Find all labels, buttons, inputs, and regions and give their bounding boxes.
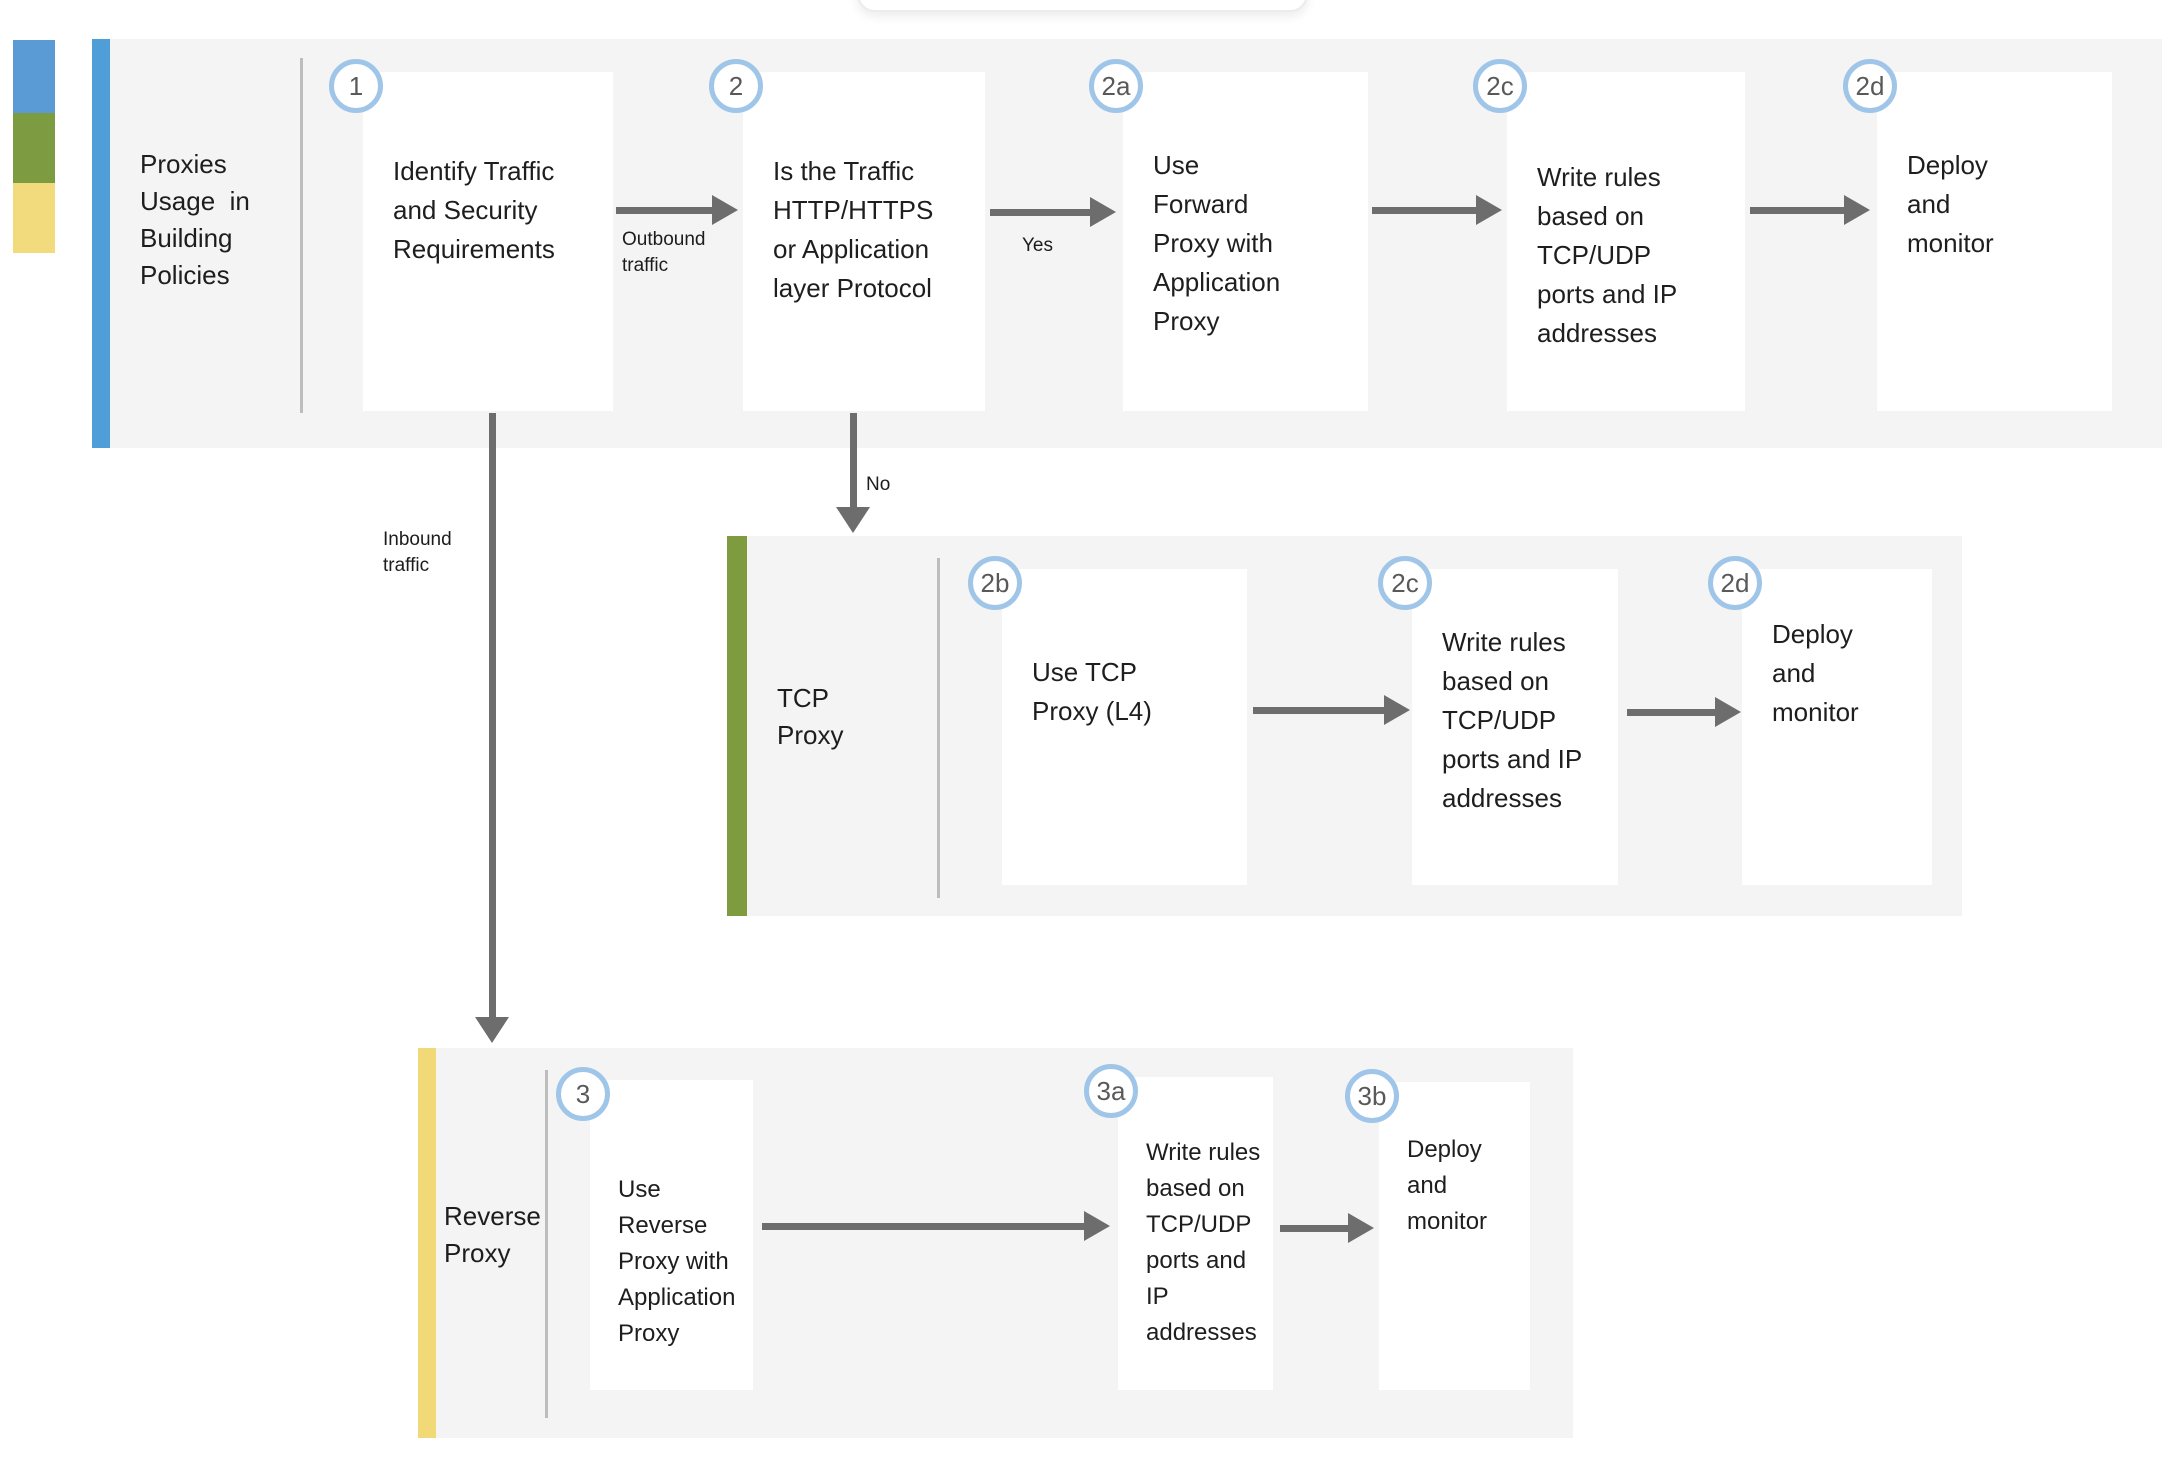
step-2c-box: 2c Write rules based on TCP/UDP ports an…: [1473, 59, 1745, 411]
step-3b-text: Deploy and monitor: [1407, 1136, 1488, 1235]
step-2d-tcp-box: 2d Deploy and monitor: [1708, 556, 1932, 885]
step-2-badge: 2: [709, 59, 763, 113]
step-2a-text: Use Forward Proxy with Application Proxy: [1153, 150, 1281, 336]
band-forward-proxy-title: Proxies Usage in Building Policies: [140, 149, 250, 290]
legend-swatch-forward-proxy: [13, 40, 55, 113]
step-3b-badge: 3b: [1345, 1069, 1399, 1123]
step-3a-text: Write rules based on TCP/UDP ports and I…: [1146, 1139, 1261, 1346]
step-2c-badge: 2c: [1473, 59, 1527, 113]
step-3b-box: 3b Deploy and monitor: [1345, 1069, 1530, 1390]
step-3-box: 3 Use Reverse Proxy with Application Pro…: [556, 1067, 753, 1390]
band-forward-proxy-accent-bar: [92, 39, 110, 448]
step-2d-tcp-text: Deploy and monitor: [1772, 619, 1859, 727]
band-tcp-proxy-accent-bar: [727, 536, 747, 916]
step-1-text: Identify Traffic and Security Requiremen…: [393, 156, 555, 264]
step-2c-text: Write rules based on TCP/UDP ports and I…: [1537, 162, 1678, 348]
step-3a-badge: 3a: [1084, 1064, 1138, 1118]
step-2d-text: Deploy and monitor: [1907, 150, 1994, 258]
step-1-box: 1 Identify Traffic and Security Requirem…: [329, 59, 613, 411]
step-2d-badge: 2d: [1843, 59, 1897, 113]
step-2a-badge: 2a: [1089, 59, 1143, 113]
step-1-badge: 1: [329, 59, 383, 113]
inbound-traffic-label: Inbound traffic: [383, 529, 452, 576]
step-3-badge: 3: [556, 1067, 610, 1121]
step-2c-tcp-text: Write rules based on TCP/UDP ports and I…: [1442, 627, 1583, 813]
step-2b-box: 2b Use TCP Proxy (L4): [968, 556, 1247, 885]
step-3-text: Use Reverse Proxy with Application Proxy: [618, 1176, 736, 1347]
step-2c-tcp-badge: 2c: [1378, 556, 1432, 610]
band-reverse-proxy-title: Reverse Proxy: [444, 1201, 541, 1268]
step-2d-box: 2d Deploy and monitor: [1843, 59, 2112, 411]
step-2d-tcp-badge: 2d: [1708, 556, 1762, 610]
step-3a-box: 3a Write rules based on TCP/UDP ports an…: [1084, 1064, 1273, 1390]
band-reverse-proxy-divider: [545, 1070, 548, 1418]
band-tcp-proxy-divider: [937, 558, 940, 898]
legend-swatch-tcp-proxy: [13, 113, 55, 183]
no-label: No: [866, 474, 891, 495]
yes-label: Yes: [1022, 235, 1053, 256]
step-2a-box: 2a Use Forward Proxy with Application Pr…: [1089, 59, 1368, 411]
outbound-traffic-label: Outbound traffic: [622, 229, 706, 276]
step-2c-tcp-box: 2c Write rules based on TCP/UDP ports an…: [1378, 556, 1618, 885]
band-tcp-proxy-title: TCP Proxy: [777, 683, 844, 750]
step-2b-badge: 2b: [968, 556, 1022, 610]
legend-swatch-reverse-proxy: [13, 183, 55, 253]
step-2-box: 2 Is the Traffic HTTP/HTTPS or Applicati…: [709, 59, 985, 411]
top-cropped-pill: [857, 0, 1308, 12]
band-forward-proxy-divider: [300, 58, 303, 413]
step-2b-text: Use TCP Proxy (L4): [1032, 657, 1152, 726]
band-reverse-proxy-accent-bar: [418, 1048, 436, 1438]
step-2-text: Is the Traffic HTTP/HTTPS or Application…: [773, 156, 934, 303]
